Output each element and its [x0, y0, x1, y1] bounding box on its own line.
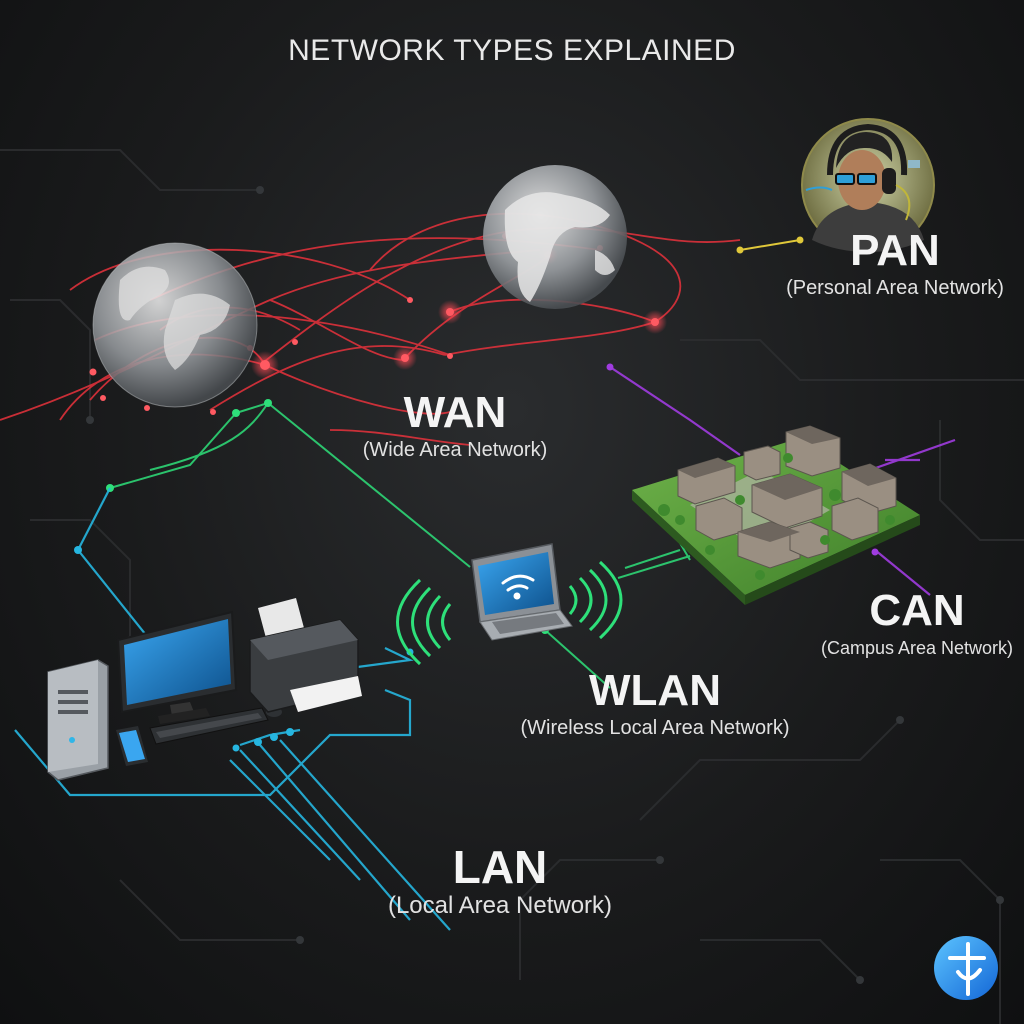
wlan-abbr: WLAN	[589, 666, 721, 715]
lan-full-name: (Local Area Network)	[387, 892, 613, 919]
can-links	[609, 366, 956, 596]
can-abbr: CAN	[869, 586, 965, 635]
desktop-computer-icon	[47, 610, 282, 781]
can-full-name: (Campus Area Network)	[820, 638, 1014, 658]
printer-icon	[249, 598, 362, 713]
lan-label: LAN (Local Area Network)	[345, 842, 655, 920]
can-nodes	[606, 363, 879, 556]
pan-node	[796, 236, 804, 244]
logo-icon	[934, 936, 998, 1000]
wifi-waves-right	[568, 560, 623, 640]
wlan-label: WLAN (Wireless Local Area Network)	[480, 666, 830, 740]
wan-nodes	[89, 233, 667, 415]
pan-abbr: PAN	[850, 226, 940, 275]
pan-node	[736, 246, 744, 254]
page-title: NETWORK TYPES EXPLAINED	[288, 34, 736, 67]
wlan-links	[109, 402, 691, 689]
campus-buildings-icon	[632, 425, 920, 605]
circuit-texture	[0, 149, 1024, 1024]
wan-label: WAN (Wide Area Network)	[330, 388, 580, 462]
pan-label: PAN (Personal Area Network)	[780, 226, 1010, 300]
can-label: CAN (Campus Area Network)	[812, 586, 1022, 660]
pan-full-name: (Personal Area Network)	[786, 277, 1004, 299]
avatar-icon	[801, 118, 935, 252]
wifi-icon	[501, 574, 535, 600]
globe-icon	[483, 165, 627, 309]
wan-abbr: WAN	[403, 388, 507, 437]
wifi-waves-left	[396, 578, 452, 666]
wlan-full-name: (Wireless Local Area Network)	[520, 717, 790, 739]
pan-link	[739, 239, 801, 251]
lan-abbr: LAN	[452, 841, 548, 893]
globe-icon	[92, 242, 258, 408]
wan-full-name: (Wide Area Network)	[362, 439, 548, 461]
laptop-icon	[471, 543, 573, 641]
phone-icon	[116, 726, 148, 766]
